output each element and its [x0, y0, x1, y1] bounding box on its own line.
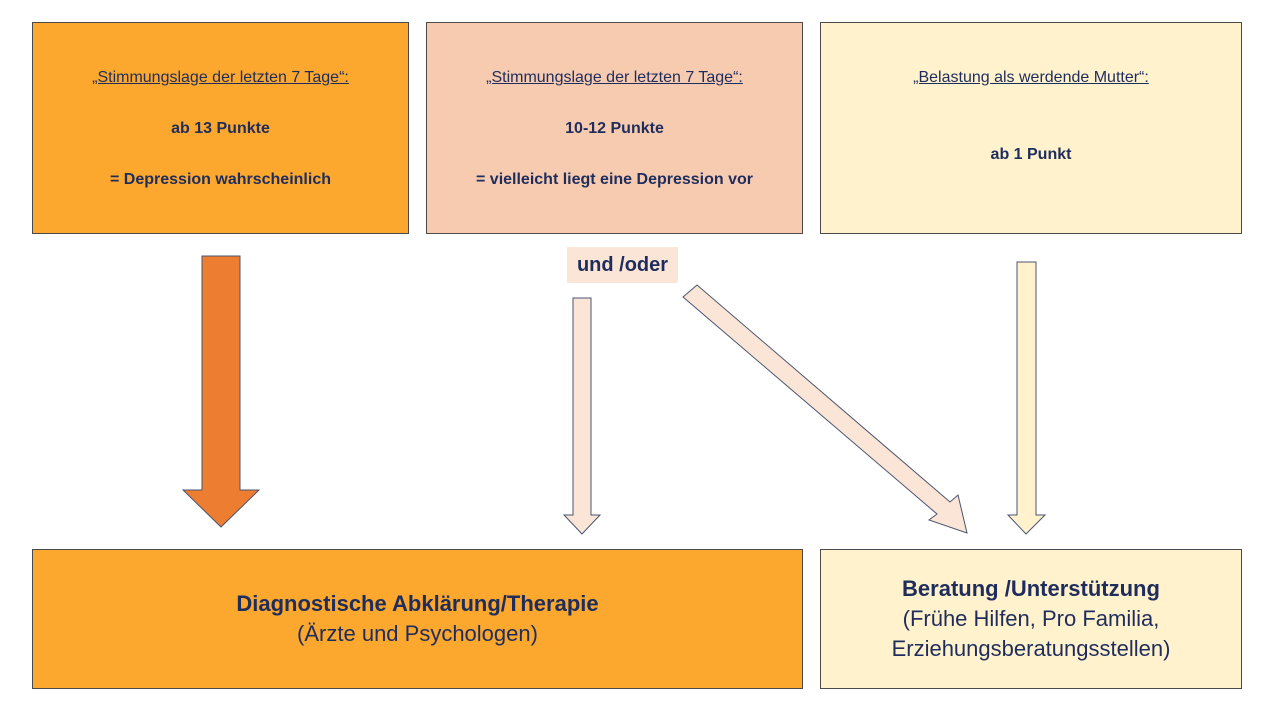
criterion-box-depression-possible: „Stimmungslage der letzten 7 Tage“: 10-1…: [426, 22, 803, 234]
criterion-meaning: = vielleicht liegt eine Depression vor: [476, 171, 753, 188]
result-box-counselling: Beratung /Unterstützung (Frühe Hilfen, P…: [820, 549, 1242, 689]
criterion-box-depression-likely: „Stimmungslage der letzten 7 Tage“: ab 1…: [32, 22, 409, 234]
criterion-meaning: = Depression wahrscheinlich: [110, 171, 331, 188]
criterion-heading: „Stimmungslage der letzten 7 Tage“:: [92, 69, 349, 86]
arrow-to-diagnostics: [181, 255, 261, 528]
connector-label: und /oder: [567, 247, 678, 283]
result-subtitle-line-1: (Frühe Hilfen, Pro Familia,: [902, 606, 1160, 631]
criterion-score: 10-12 Punkte: [565, 120, 664, 137]
result-subtitle: (Ärzte und Psychologen): [297, 621, 538, 646]
criterion-heading: „Stimmungslage der letzten 7 Tage“:: [486, 69, 743, 86]
criterion-heading: „Belastung als werdende Mutter“:: [913, 69, 1149, 86]
result-title: Diagnostische Abklärung/Therapie: [236, 591, 599, 616]
result-subtitle-line-2: Erziehungsberatungsstellen): [891, 636, 1171, 661]
arrow-possible-to-diagnostics: [562, 297, 602, 535]
criterion-box-maternal-stress: „Belastung als werdende Mutter“: ab 1 Pu…: [820, 22, 1242, 234]
result-box-diagnostics: Diagnostische Abklärung/Therapie (Ärzte …: [32, 549, 803, 689]
criterion-score: ab 13 Punkte: [171, 120, 270, 137]
arrow-possible-to-counselling: [682, 284, 968, 534]
arrow-stress-to-counselling: [1006, 261, 1047, 535]
result-title: Beratung /Unterstützung: [902, 576, 1160, 601]
criterion-score: ab 1 Punkt: [990, 146, 1072, 163]
